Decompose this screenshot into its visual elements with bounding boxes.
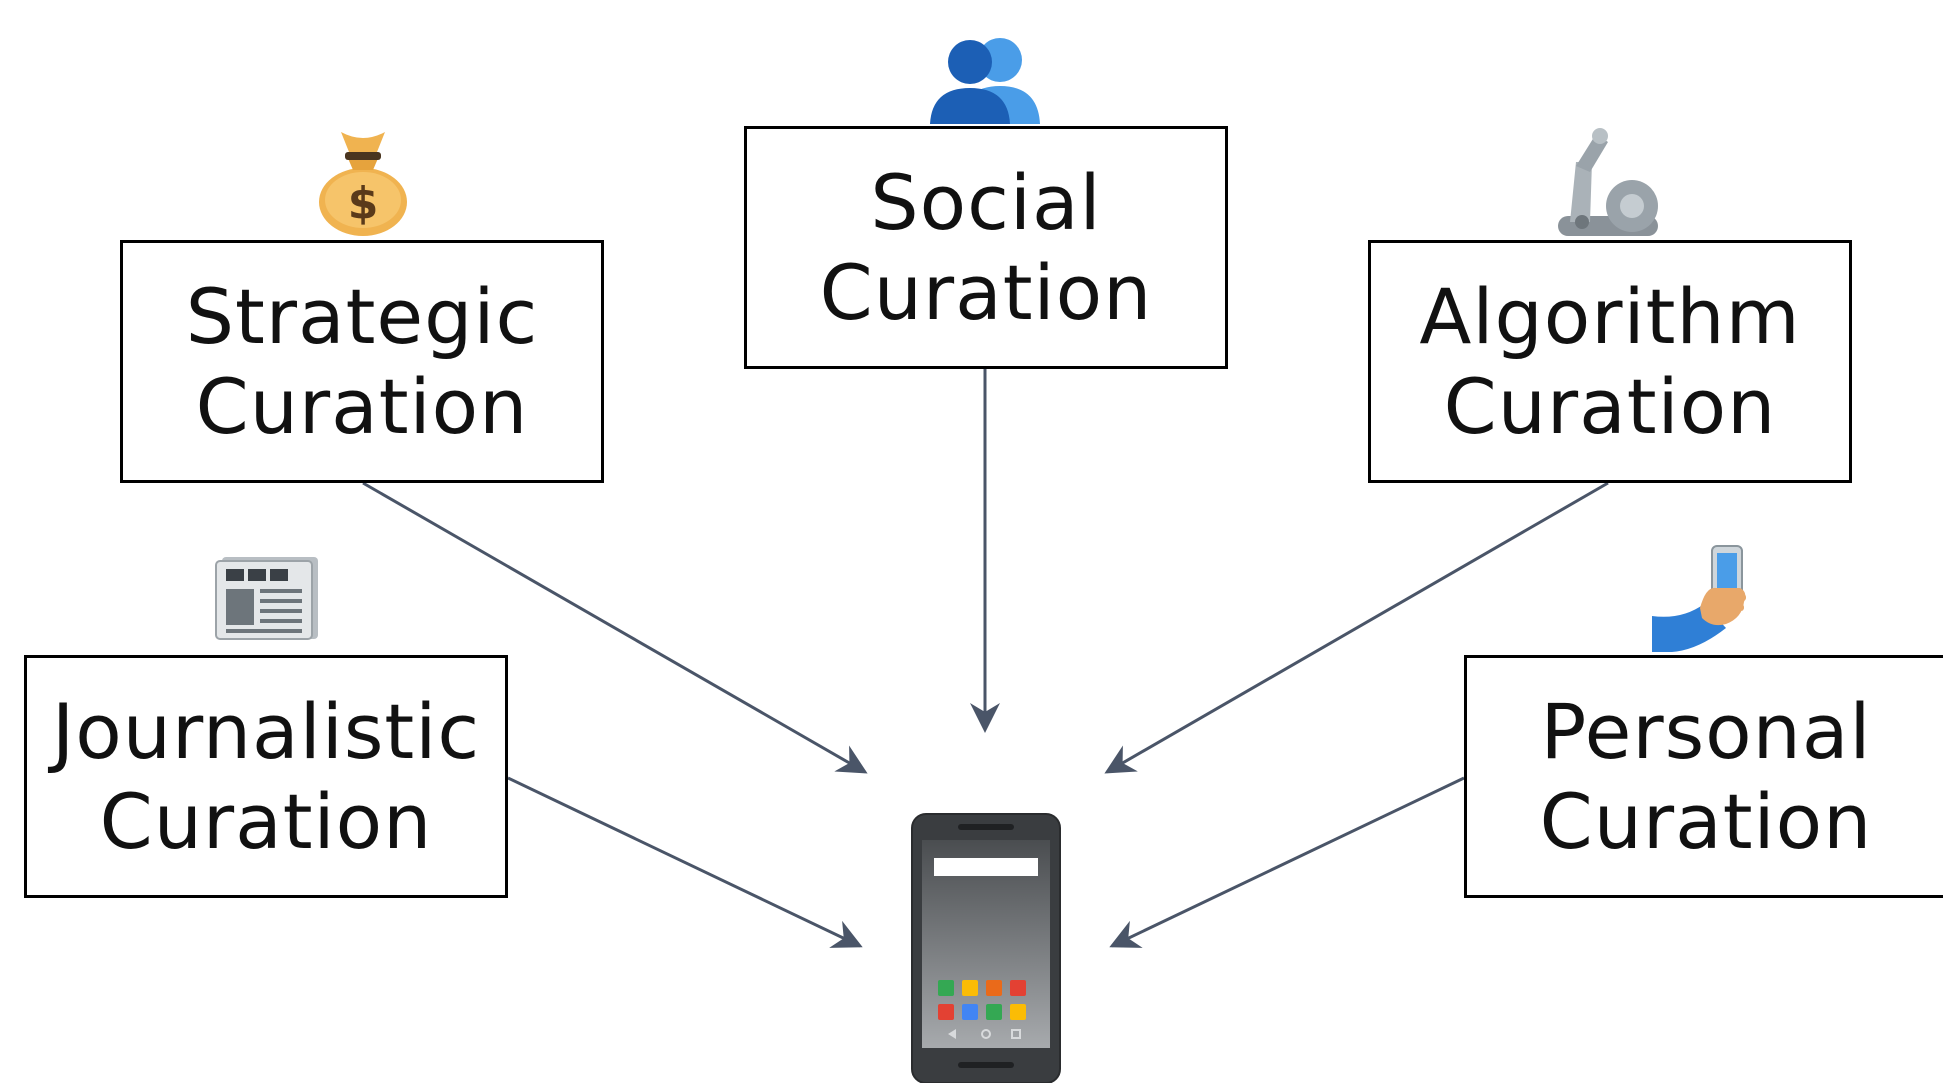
node-label: Algorithm Curation: [1419, 272, 1800, 452]
node-personal-curation: Personal Curation: [1464, 655, 1943, 898]
hand-holding-phone-icon: [1652, 545, 1746, 652]
node-journalistic-curation: Journalistic Curation: [24, 655, 508, 898]
node-label: Personal Curation: [1540, 687, 1873, 867]
people-icon: [930, 38, 1040, 124]
node-label-line1: Journalistic: [51, 686, 481, 776]
node-label-line2: Curation: [1443, 361, 1777, 451]
money-bag-icon: $: [319, 132, 407, 236]
smartphone-icon: [911, 813, 1061, 1083]
arrow-algorithm-to-phone: [1104, 481, 1609, 774]
node-label-line2: Curation: [819, 247, 1153, 337]
arrow-journalistic-to-phone: [507, 776, 863, 948]
node-social-curation: Social Curation: [744, 126, 1228, 369]
node-algorithm-curation: Algorithm Curation: [1368, 240, 1852, 483]
node-label-line2: Curation: [195, 361, 529, 451]
arrow-personal-to-phone: [1109, 776, 1465, 948]
node-label-line1: Algorithm: [1419, 271, 1801, 361]
node-strategic-curation: Strategic Curation: [120, 240, 604, 483]
node-label-line1: Strategic: [185, 271, 539, 361]
node-label: Social Curation: [820, 158, 1153, 338]
node-label: Strategic Curation: [186, 272, 539, 452]
arrow-strategic-to-phone: [362, 481, 868, 774]
node-label-line1: Personal: [1540, 686, 1872, 776]
svg-text:$: $: [348, 178, 379, 229]
node-label-line2: Curation: [1539, 776, 1873, 866]
robot-arm-icon: [1558, 128, 1658, 236]
node-label: Journalistic Curation: [52, 687, 480, 867]
node-label-line2: Curation: [99, 776, 433, 866]
newspaper-icon: [215, 557, 318, 640]
node-label-line1: Social: [870, 157, 1102, 247]
